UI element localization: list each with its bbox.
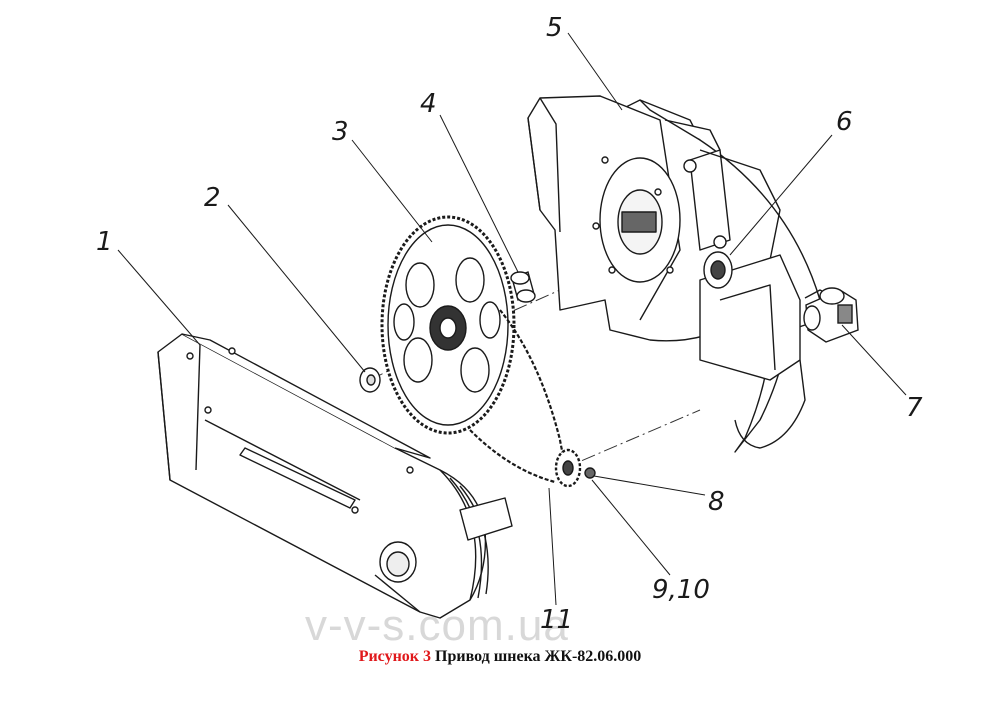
- label-8: 8: [708, 487, 725, 517]
- figure-title: Привод шнека ЖК-82.06.000: [435, 648, 642, 665]
- label-9-10: 9,10: [652, 575, 710, 605]
- part-4-bushing: [510, 271, 536, 303]
- figure-caption: Рисунок 3 Привод шнека ЖК-82.06.000: [0, 648, 1000, 666]
- figure-number: Рисунок 3: [358, 648, 432, 665]
- label-6: 6: [836, 107, 853, 137]
- part-1-chain-housing: [157, 333, 513, 619]
- label-5: 5: [546, 13, 563, 43]
- part-11-chain: [469, 309, 576, 484]
- label-11: 11: [540, 605, 573, 635]
- part-6-bearing: [683, 159, 733, 289]
- part-8-small-sprocket: [554, 448, 596, 488]
- label-3: 3: [332, 117, 349, 147]
- part-3-large-sprocket: [380, 215, 516, 435]
- label-7: 7: [906, 393, 923, 423]
- label-1: 1: [96, 227, 113, 257]
- part-2-washer: [359, 367, 381, 393]
- leader-lines: [117, 32, 907, 606]
- label-4: 4: [420, 89, 437, 119]
- label-2: 2: [204, 183, 221, 213]
- part-5-auger-housing: [527, 95, 841, 453]
